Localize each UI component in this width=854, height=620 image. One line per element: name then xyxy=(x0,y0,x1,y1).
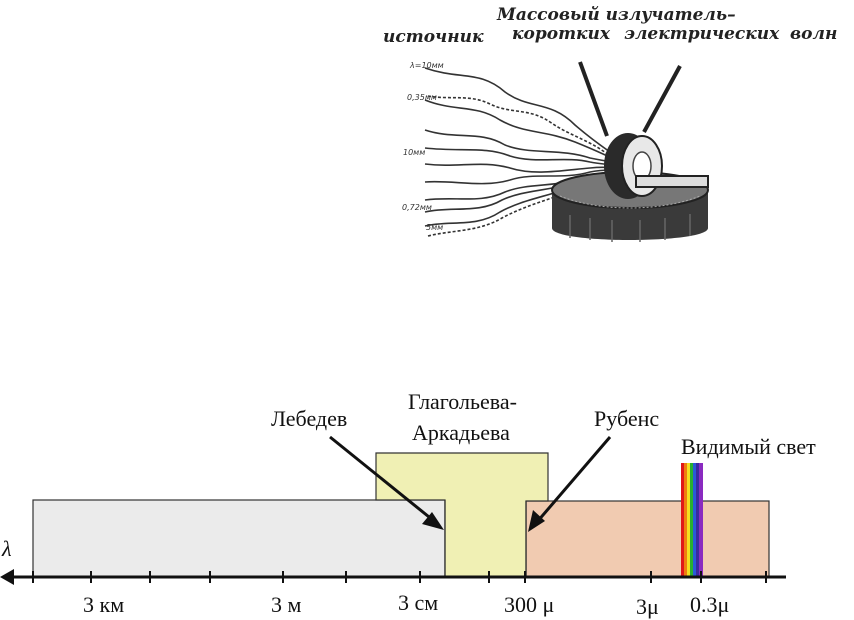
rubens-label: Рубенс xyxy=(594,406,659,431)
tick-label-3cm: 3 см xyxy=(398,590,438,615)
emitter-title-word1: коротких xyxy=(512,24,611,44)
rubens-region xyxy=(525,500,770,578)
tick-label-3mu: 3μ xyxy=(636,594,659,619)
axis-ticks xyxy=(32,571,767,583)
emitter-illustration: источник Массовый излучатель– коротких э… xyxy=(383,5,837,242)
pointer-line-left xyxy=(578,61,609,137)
emitter-title-word3: волн xyxy=(790,24,837,44)
rubens-arrow xyxy=(528,436,612,532)
lebedev-label: Лебедев xyxy=(271,406,347,431)
tick-label-3m: 3 м xyxy=(271,592,302,617)
lebedev-arrow xyxy=(329,435,444,530)
visible-light-label: Видимый свет xyxy=(681,434,816,459)
glagoleva-label-line2: Аркадьева xyxy=(412,420,510,445)
lambda-symbol: λ xyxy=(1,536,12,561)
wave-label-3: 10мм xyxy=(403,148,425,157)
wave-label-2: 0,35мм xyxy=(407,93,437,102)
emitter-drum xyxy=(604,133,709,199)
emitter-title-word2: электрических xyxy=(624,24,780,44)
lebedev-region xyxy=(32,499,446,578)
visible-light-band xyxy=(681,463,703,577)
source-label: источник xyxy=(383,27,484,47)
tick-label-0-3mu: 0.3μ xyxy=(690,592,729,617)
wave-label-5: 5мм xyxy=(426,223,443,232)
spectrum-diagram: λ 3 км 3 м 3 см 300 μ 3μ 0.3μ Лебедев Гл… xyxy=(0,389,816,619)
glagoleva-label-line1: Глагольева- xyxy=(408,389,517,414)
pointer-line-right xyxy=(642,65,682,133)
wave-label-1: λ=10мм xyxy=(409,61,444,70)
axis-arrowhead xyxy=(0,569,14,585)
emitter-title-line1: Массовый излучатель– xyxy=(496,5,736,25)
tick-label-3km: 3 км xyxy=(83,592,124,617)
tick-label-300mu: 300 μ xyxy=(504,592,554,617)
wave-label-4: 0,72мм xyxy=(402,203,432,212)
